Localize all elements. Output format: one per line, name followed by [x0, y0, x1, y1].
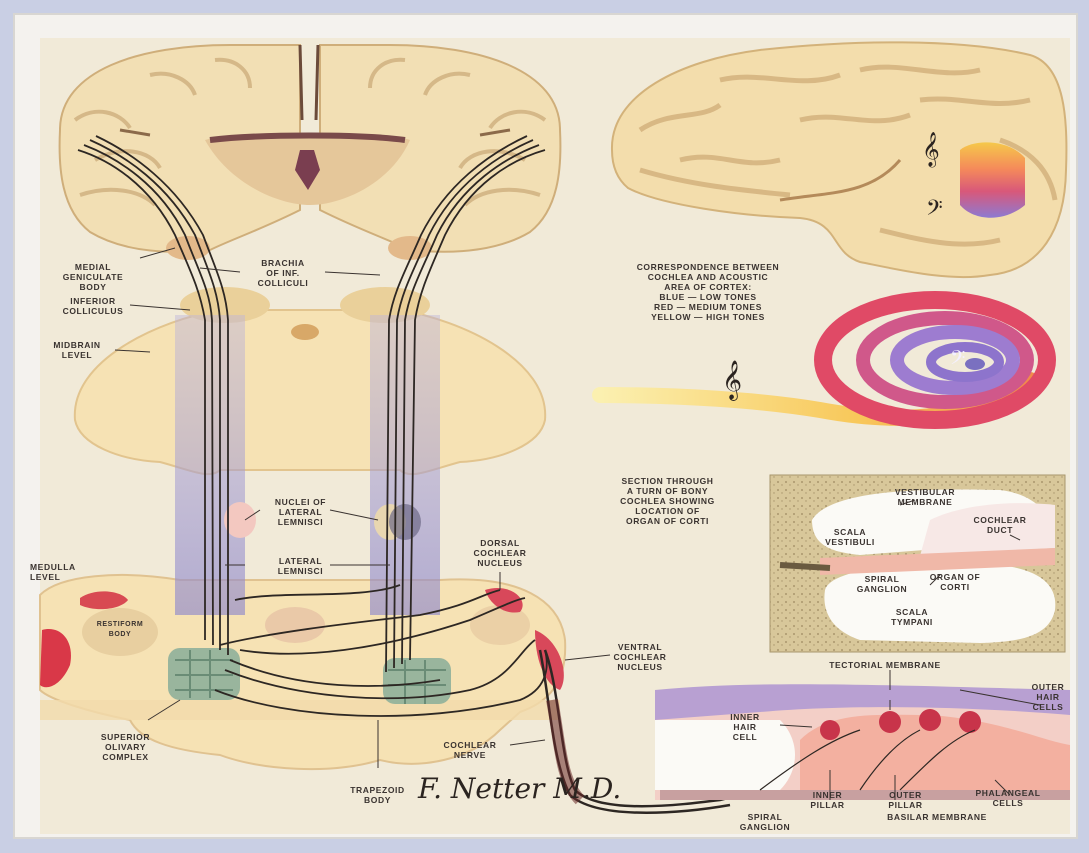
label-phalangeal-cells: PHALANGEAL CELLS	[958, 788, 1058, 808]
organ-of-corti-detail	[655, 684, 1070, 800]
superior-olivary-left	[168, 648, 240, 700]
label-restiform-body: RESTIFORM BODY	[84, 620, 156, 640]
treble-clef-icon: 𝄞	[922, 132, 940, 167]
label-inner-hair-cell: INNER HAIR CELL	[705, 712, 785, 742]
label-brachia: BRACHIA OF INF. COLLICULI	[238, 258, 328, 288]
label-scala-vestibuli: SCALA VESTIBULI	[810, 527, 890, 547]
label-tectorial-membrane: TECTORIAL MEMBRANE	[785, 660, 985, 670]
label-cochlear-nerve: COCHLEAR NERVE	[425, 740, 515, 760]
left-lemniscus-band	[175, 315, 245, 615]
label-outer-pillar: OUTER PILLAR	[868, 790, 943, 810]
label-organ-of-corti: ORGAN OF CORTI	[915, 572, 995, 592]
label-spiral-ganglion-inset: SPIRAL GANGLION	[842, 574, 922, 594]
label-spiral-ganglion-bottom: SPIRAL GANGLION	[720, 812, 810, 832]
label-dorsal-cochlear: DORSAL COCHLEAR NUCLEUS	[455, 538, 545, 568]
label-inferior-colliculus: INFERIOR COLLICULUS	[38, 296, 148, 316]
artist-signature: F. Netter M.D.	[418, 772, 621, 805]
label-correspondence: CORRESPONDENCE BETWEEN COCHLEA AND ACOUS…	[588, 262, 828, 322]
label-inner-pillar: INNER PILLAR	[790, 790, 865, 810]
label-basilar-membrane: BASILAR MEMBRANE	[862, 812, 1012, 822]
label-ventral-cochlear: VENTRAL COCHLEAR NUCLEUS	[595, 642, 685, 672]
label-medulla-level: MEDULLA LEVEL	[30, 562, 110, 582]
label-cochlear-duct: COCHLEAR DUCT	[955, 515, 1045, 535]
label-midbrain-level: MIDBRAIN LEVEL	[32, 340, 122, 360]
treble-clef-icon: 𝄞	[722, 360, 742, 400]
label-trapezoid: TRAPEZOID BODY	[330, 785, 425, 805]
label-superior-olivary: SUPERIOR OLIVARY COMPLEX	[78, 732, 173, 762]
label-nuclei-lateral-lemnisci: NUCLEI OF LATERAL LEMNISCI	[258, 497, 343, 527]
label-scala-tympani: SCALA TYMPANI	[862, 607, 962, 627]
bass-clef-icon: 𝄢	[950, 346, 965, 374]
label-medial-geniculate: MEDIAL GENICULATE BODY	[38, 262, 148, 292]
label-lateral-lemnisci: LATERAL LEMNISCI	[258, 556, 343, 576]
label-vestibular-membrane: VESTIBULAR MEMBRANE	[875, 487, 975, 507]
label-section-through: SECTION THROUGH A TURN OF BONY COCHLEA S…	[575, 476, 760, 526]
label-outer-hair-cells: OUTER HAIR CELLS	[1012, 682, 1084, 712]
bass-clef-icon: 𝄢	[926, 196, 943, 227]
